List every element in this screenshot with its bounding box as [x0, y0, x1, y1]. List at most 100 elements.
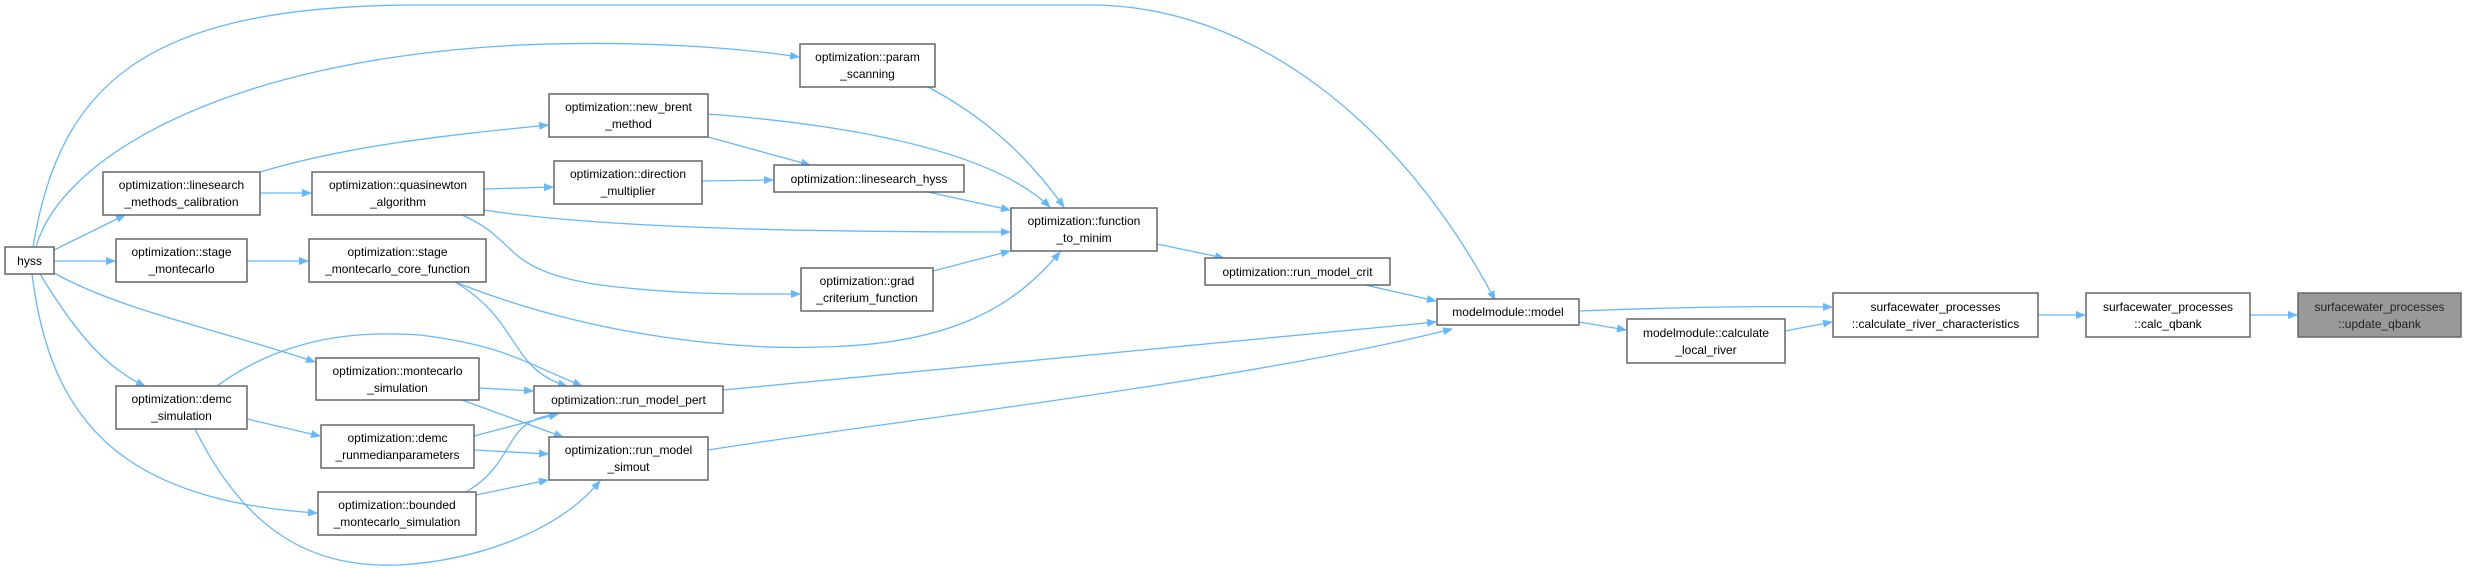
- node-label: optimization::param: [815, 50, 920, 64]
- edge-quasinewton-function-to-minim: [483, 209, 1011, 236]
- node-label: optimization::grad: [820, 274, 915, 288]
- node-label: _methods_calibration: [123, 195, 238, 209]
- node-param-scanning[interactable]: optimization::param _scanning: [799, 43, 936, 88]
- node-label: surfacewater_processes: [1870, 300, 2000, 314]
- node-label: optimization::direction: [570, 167, 686, 181]
- node-calc-qbank[interactable]: surfacewater_processes ::calc_qbank: [2085, 292, 2251, 338]
- node-quasinewton-algorithm[interactable]: optimization::quasinewton _algorithm: [311, 171, 485, 216]
- node-label: optimization::demc: [347, 431, 447, 445]
- node-label: optimization::function: [1028, 214, 1141, 228]
- node-label: _runmedianparameters: [334, 448, 459, 462]
- node-label: _montecarlo_core_function: [324, 262, 470, 276]
- node-label: _scanning: [839, 67, 895, 81]
- edge-hyss-montecarlo-simulation: [53, 272, 316, 363]
- node-label: _multiplier: [600, 184, 656, 198]
- edge-quasinewton-grad-criterium: [461, 214, 801, 299]
- node-label: _local_river: [1674, 343, 1736, 357]
- edge-hyss-model: [32, 4, 1496, 301]
- node-label: _simulation: [150, 409, 212, 423]
- edge-param-scanning-function-to-minim: [927, 86, 1065, 208]
- edge-hyss-param-scanning: [35, 42, 800, 248]
- edge-montecarlo-run-model-simout: [461, 399, 564, 438]
- edge-demc-simulation-run-model-simout: [194, 428, 601, 566]
- edge-run-model-crit-model: [1364, 284, 1437, 303]
- node-label: optimization::stage: [347, 245, 447, 259]
- node-hyss[interactable]: hyss: [4, 246, 55, 275]
- node-label: _to_minim: [1055, 231, 1111, 245]
- edge-linesearch-methods-new-brent: [259, 121, 549, 173]
- edge-new-brent-linesearch-hyss: [707, 136, 811, 167]
- node-label: optimization::quasinewton: [329, 178, 467, 192]
- edge-model-river-characteristics: [1578, 302, 1833, 312]
- node-label: optimization::montecarlo: [332, 364, 462, 378]
- edge-hyss-demc-simulation: [39, 273, 146, 387]
- node-label: optimization::run_model: [565, 443, 692, 457]
- node-label: optimization::run_model_crit: [1222, 265, 1373, 279]
- edge-demc-simulation-run-model-pert: [216, 333, 583, 387]
- edge-hyss-bounded-montecarlo: [31, 273, 318, 517]
- node-label: _montecarlo_simulation: [333, 515, 461, 529]
- edge-stage-core-run-model-pert: [454, 281, 568, 388]
- node-run-model-crit[interactable]: optimization::run_model_crit: [1204, 257, 1391, 286]
- node-stage-montecarlo[interactable]: optimization::stage _montecarlo: [115, 238, 248, 283]
- node-update-qbank-current: surfacewater_processes ::update_qbank: [2297, 292, 2462, 338]
- edge-montecarlo-run-model-pert: [478, 386, 534, 395]
- node-grad-criterium-function[interactable]: optimization::grad _criterium_function: [800, 267, 934, 312]
- node-label: ::update_qbank: [2338, 317, 2422, 331]
- node-calculate-local-river[interactable]: modelmodule::calculate _local_river: [1626, 318, 1786, 364]
- node-demc-simulation[interactable]: optimization::demc _simulation: [115, 385, 248, 430]
- node-direction-multiplier[interactable]: optimization::direction _multiplier: [553, 160, 703, 205]
- edge-new-brent-function-to-minim: [707, 113, 1051, 208]
- node-label: ::calc_qbank: [2134, 317, 2202, 331]
- edge-bounded-run-model-pert: [465, 410, 559, 493]
- node-label: modelmodule::calculate: [1643, 326, 1769, 340]
- node-label: _simulation: [366, 381, 428, 395]
- node-demc-runmedianparameters[interactable]: optimization::demc _runmedianparameters: [320, 424, 475, 469]
- edge-direction-linesearch-hyss: [701, 176, 774, 185]
- node-run-model-simout[interactable]: optimization::run_model _simout: [548, 436, 709, 481]
- node-label: _simout: [606, 460, 650, 474]
- node-calculate-river-characteristics[interactable]: surfacewater_processes ::calculate_river…: [1832, 292, 2039, 338]
- node-label: ::calculate_river_characteristics: [1852, 317, 2019, 331]
- edge-linesearch-hyss-function-to-minim: [927, 191, 1011, 212]
- edge-demc-run-run-model-simout: [473, 449, 549, 458]
- node-label: _criterium_function: [815, 291, 917, 305]
- node-label: optimization::new_brent: [565, 100, 692, 114]
- node-label: hyss: [17, 254, 42, 268]
- node-label: surfacewater_processes: [2314, 300, 2444, 314]
- node-label: surfacewater_processes: [2103, 300, 2233, 314]
- edge-demc-run-run-model-pert: [473, 412, 559, 437]
- node-montecarlo-simulation[interactable]: optimization::montecarlo _simulation: [315, 357, 480, 401]
- node-linesearch-methods-calibration[interactable]: optimization::linesearch _methods_calibr…: [102, 171, 261, 216]
- edge-quasinewton-direction: [483, 183, 554, 192]
- node-run-model-pert[interactable]: optimization::run_model_pert: [533, 385, 724, 414]
- edge-run-model-pert-model: [722, 318, 1437, 391]
- node-label: optimization::run_model_pert: [551, 393, 706, 407]
- node-label: _method: [604, 117, 652, 131]
- node-label: _montecarlo: [147, 262, 214, 276]
- node-label: optimization::bounded: [338, 498, 455, 512]
- edge-grad-function-to-minim: [932, 249, 1011, 272]
- node-label: modelmodule::model: [1452, 305, 1563, 319]
- node-new-brent-method[interactable]: optimization::new_brent _method: [548, 93, 709, 138]
- node-label: optimization::linesearch: [119, 178, 244, 192]
- edge-stage-core-function-to-minim: [454, 251, 1061, 349]
- node-label: optimization::linesearch_hyss: [791, 172, 948, 186]
- edge-local-river-river-characteristics: [1784, 319, 1833, 332]
- node-label: optimization::demc: [131, 392, 231, 406]
- nodes: hyss optimization::linesearch _methods_c…: [4, 43, 2462, 536]
- edge-model-calculate-local-river: [1578, 321, 1627, 333]
- node-stage-montecarlo-core-function[interactable]: optimization::stage _montecarlo_core_fun…: [308, 238, 487, 283]
- edge-bounded-run-model-simout: [475, 477, 549, 496]
- edge-hyss-linesearch-methods: [53, 214, 126, 251]
- edge-function-to-minim-run-model-crit: [1156, 243, 1225, 261]
- node-function-to-minim[interactable]: optimization::function _to_minim: [1010, 207, 1158, 252]
- edge-demc-simulation-demc-run: [246, 418, 321, 438]
- node-linesearch-hyss[interactable]: optimization::linesearch_hyss: [773, 164, 965, 193]
- node-label: optimization::stage: [131, 245, 231, 259]
- node-modelmodule-model[interactable]: modelmodule::model: [1436, 298, 1580, 326]
- node-bounded-montecarlo-simulation[interactable]: optimization::bounded _montecarlo_simula…: [317, 491, 477, 536]
- edge-run-model-simout-model: [707, 327, 1453, 451]
- node-label: _algorithm: [369, 195, 426, 209]
